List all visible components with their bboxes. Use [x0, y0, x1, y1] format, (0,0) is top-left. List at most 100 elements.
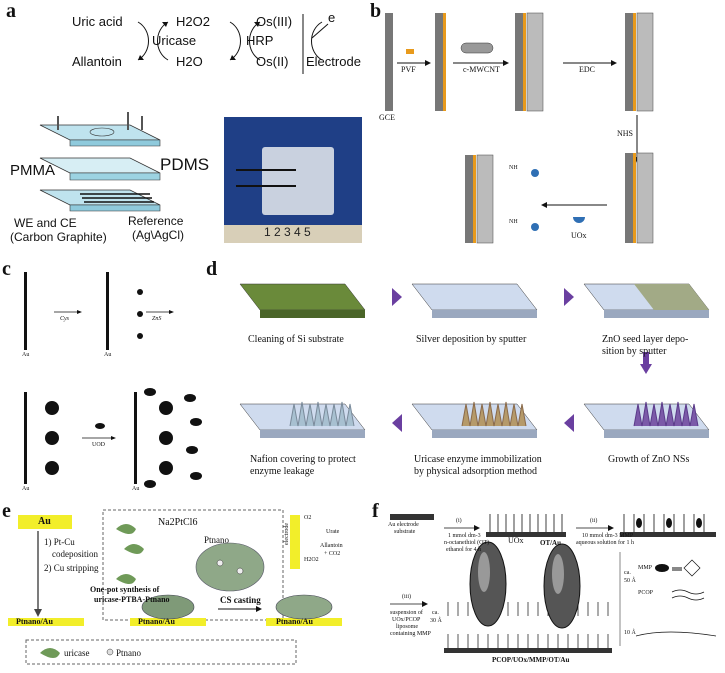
- cs-casting-label: CS casting: [220, 595, 261, 605]
- electrode-label: Electrode: [306, 54, 361, 69]
- reference-label: Reference: [128, 214, 184, 228]
- panel-label-a: a: [6, 0, 16, 22]
- mwcnt-functionalization-scheme: GCE PVF c-MWCNT EDC NHS UOx NH NH: [375, 5, 720, 245]
- step-iii-text-a: suspension of: [390, 610, 423, 616]
- step-4-text: Growth of ZnO NSs: [608, 454, 690, 465]
- h2o-label: H2O: [176, 54, 203, 69]
- device-photo-ruler: [224, 225, 362, 243]
- panel-label-f: f: [372, 500, 379, 522]
- au-label-c2: Au: [104, 352, 112, 358]
- cys-zns-uod-scheme: Cys ZnS UOD Au Au Au Au: [10, 262, 210, 494]
- legend-uricase: uricase: [64, 648, 90, 658]
- step-i-label: (i): [456, 518, 462, 524]
- au-label-c4: Au: [132, 486, 140, 492]
- scheme-c-drawing: [24, 272, 202, 488]
- step-ii-label: (ii): [590, 518, 598, 524]
- step-3-text-a: ZnO seed layer depo-: [602, 334, 689, 345]
- os3-label: Os(III): [256, 14, 293, 29]
- pt-cu-codeposition-b: codeposition: [52, 549, 98, 559]
- step-iii-label: (iii): [402, 594, 411, 600]
- scheme-f-drawing: [390, 514, 717, 653]
- allantoin-label-e: Allantoin: [320, 543, 343, 549]
- step-3-text-b: sition by sputter: [602, 346, 667, 357]
- reaction-arrows: [137, 14, 329, 74]
- step-5-text-b: by physical adsorption method: [414, 466, 538, 477]
- step-i-text-c: ethanol for 4 h: [446, 547, 482, 553]
- step-iii-text-b: UOx/PCOP: [392, 617, 421, 623]
- step-ii-text-a: 10 mmol dm-3 MMP: [582, 533, 634, 539]
- step-i-text-a: 1 mmol dm-3: [448, 533, 481, 539]
- allantoin-label: Allantoin: [72, 54, 122, 69]
- step-6-text-a: Nafion covering to protect: [250, 454, 356, 465]
- zns-label: ZnS: [152, 316, 162, 322]
- pdms-label: PDMS: [160, 155, 210, 174]
- au-label-c3: Au: [22, 486, 30, 492]
- ptau-label-3: Ptnano/Au: [276, 617, 313, 626]
- pcop-legend-label: PCOP: [638, 590, 654, 596]
- scheme-d-drawing: [239, 283, 710, 438]
- gce-label: GCE: [379, 113, 395, 122]
- device-photo: 1 2 3 4 5: [224, 117, 362, 243]
- step-iii-text-c: liposome: [396, 624, 418, 630]
- step-i-text-b: n-octanethiol (OT): [444, 540, 490, 546]
- step-2-text: Silver deposition by sputter: [416, 334, 527, 345]
- a10-label: 10 Å: [624, 630, 636, 636]
- pvf-label: PVF: [401, 65, 416, 74]
- panel-label-b: b: [370, 0, 382, 22]
- hrp-label: HRP: [246, 33, 274, 48]
- ca30-label: ca.: [432, 610, 439, 616]
- device-drawing: [39, 112, 161, 212]
- panel-label-d: d: [206, 258, 218, 280]
- scheme-e-drawing: [8, 509, 342, 665]
- co2-label: + CO2: [324, 551, 341, 557]
- step-1-text: Cleaning of Si substrate: [248, 334, 344, 345]
- uricase-reaction-scheme: Uric acid Allantoin Uricase H2O2 H2O HRP…: [60, 8, 361, 78]
- device-exploded-view: PMMA PDMS WE and CE (Carbon Graphite) Re…: [10, 110, 210, 250]
- h2o2-label: H2O2: [176, 14, 210, 29]
- panel-label-c: c: [2, 258, 11, 280]
- nh-label-1: NH: [509, 165, 518, 171]
- cu-stripping-label: 2) Cu stripping: [44, 563, 99, 573]
- final-electrode-label: PCOP/UOx/MMP/OT/Au: [492, 656, 570, 664]
- scheme-b-drawing: [385, 12, 654, 244]
- ptau-label-1: Ptnano/Au: [16, 617, 53, 626]
- one-pot-label-b: uricase-PTBA-Ptnano: [94, 595, 170, 604]
- a30-label: 30 Å: [430, 618, 442, 624]
- ptau-label-2: Ptnano/Au: [138, 617, 175, 626]
- os2-label: Os(II): [256, 54, 289, 69]
- ot-au-label: OT/Au: [540, 539, 562, 547]
- pt-nano-uricase-scheme: Au 1) Pt-Cu codeposition 2) Cu stripping…: [8, 505, 353, 667]
- h2o2-label-e: H2O2: [304, 557, 319, 563]
- one-pot-label-a: One-pot synthesis of: [90, 585, 160, 594]
- mmp-legend-label: MMP: [638, 565, 653, 571]
- cmwcnt-label: c-MWCNT: [463, 65, 500, 74]
- au-label-c1: Au: [22, 352, 30, 358]
- carbon-label: (Carbon Graphite): [10, 230, 107, 244]
- a50-label: 50 Å: [624, 578, 636, 584]
- electrode-vertical-label: electrode: [283, 523, 290, 545]
- na2ptcl6-label: Na2PtCl6: [158, 517, 198, 528]
- pt-cu-codeposition-a: 1) Pt-Cu: [44, 537, 75, 547]
- device-photo-electrodes: [236, 169, 296, 187]
- electron-label: e: [328, 10, 336, 25]
- o2-label: O2: [304, 515, 312, 521]
- au-label-e: Au: [38, 516, 51, 527]
- nhs-label: NHS: [617, 129, 634, 138]
- uric-acid-label: Uric acid: [72, 14, 123, 29]
- step-6-text-b: enzyme leakage: [250, 466, 315, 477]
- ptnano-label-e: Ptnano: [204, 535, 230, 545]
- uox-label: UOx: [571, 231, 587, 240]
- device-photo-chip: [262, 147, 334, 215]
- pmma-label: PMMA: [10, 162, 55, 179]
- cys-label: Cys: [60, 316, 69, 322]
- legend-ptnano: Ptnano: [116, 648, 142, 658]
- ca50-label: ca.: [624, 570, 631, 576]
- urate-label: Urate: [326, 529, 340, 535]
- liposome-immobilization-scheme: Au electrode substrate (i) 1 mmol dm-3 n…: [386, 506, 722, 668]
- uod-label: UOD: [92, 442, 105, 448]
- panel-label-e: e: [2, 500, 11, 522]
- nh-label-2: NH: [509, 219, 518, 225]
- au-substrate-label-b: substrate: [394, 529, 416, 535]
- step-ii-text-b: aqueous solution for 1 h: [576, 540, 634, 546]
- au-substrate-label-a: Au electrode: [388, 522, 419, 528]
